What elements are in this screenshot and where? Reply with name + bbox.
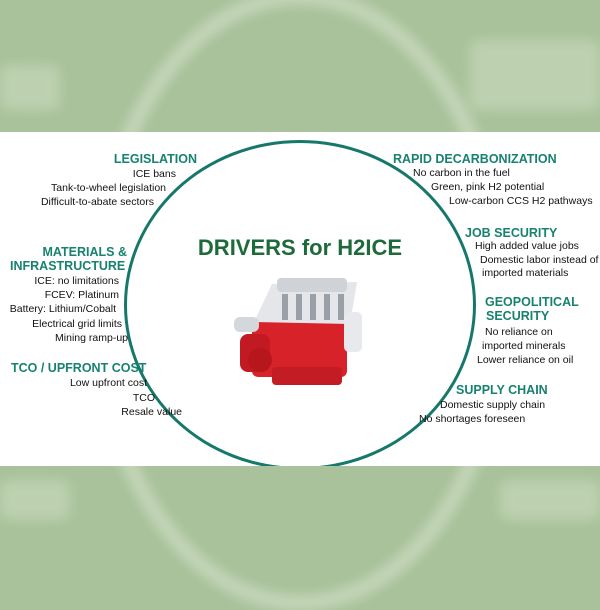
- decarbonization-item: Green, pink H2 potential: [431, 181, 545, 193]
- blurred-text: [0, 480, 70, 520]
- legislation-item: ICE bans: [132, 168, 176, 180]
- geopolitical-heading: SECURITY: [486, 309, 550, 323]
- materials-item: ICE: no limitations: [34, 275, 119, 287]
- legislation-heading: LEGISLATION: [113, 152, 197, 166]
- geopolitical-heading: GEOPOLITICAL: [485, 295, 579, 309]
- legislation-item: Tank-to-wheel legislation: [51, 182, 166, 194]
- supply-chain-heading: SUPPLY CHAIN: [456, 383, 548, 397]
- materials-item: Mining ramp-up: [55, 332, 128, 344]
- center-circle: [124, 140, 476, 466]
- geopolitical-item: imported minerals: [482, 340, 566, 352]
- materials-heading: INFRASTRUCTURE: [10, 259, 126, 273]
- materials-heading: MATERIALS &: [42, 245, 128, 259]
- materials-item: Battery: Lithium/Cobalt: [9, 303, 116, 315]
- job-security-item: High added value jobs: [475, 240, 579, 252]
- geopolitical-item: No reliance on: [485, 326, 553, 338]
- supply-chain-item: No shortages foreseen: [419, 413, 526, 425]
- job-security-item: imported materials: [482, 267, 569, 279]
- decarbonization-heading: RAPID DECARBONIZATION: [393, 152, 557, 166]
- main-title: DRIVERS for H2ICE: [197, 235, 403, 260]
- infographic: DRIVERS for H2ICE LEGISLATION ICE bans T…: [0, 132, 600, 466]
- job-security-heading: JOB SECURITY: [465, 226, 558, 240]
- job-security-item: Domestic labor instead of: [480, 254, 599, 266]
- geopolitical-item: Lower reliance on oil: [477, 354, 574, 366]
- blurred-text: [470, 40, 600, 110]
- legislation-item: Difficult-to-abate sectors: [40, 196, 154, 208]
- tco-item: TCO: [132, 392, 155, 404]
- blurred-text: [500, 480, 600, 520]
- materials-item: FCEV: Platinum: [44, 289, 119, 301]
- blurred-text: [0, 65, 60, 110]
- supply-chain-item: Domestic supply chain: [440, 399, 546, 411]
- engine-image: [234, 278, 362, 385]
- tco-heading: TCO / UPFRONT COST: [11, 361, 147, 375]
- decarbonization-item: No carbon in the fuel: [413, 167, 510, 179]
- tco-item: Low upfront cost: [69, 377, 147, 389]
- decarbonization-item: Low-carbon CCS H2 pathways: [449, 195, 593, 207]
- materials-item: Electrical grid limits: [32, 318, 122, 330]
- tco-item: Resale value: [121, 406, 182, 418]
